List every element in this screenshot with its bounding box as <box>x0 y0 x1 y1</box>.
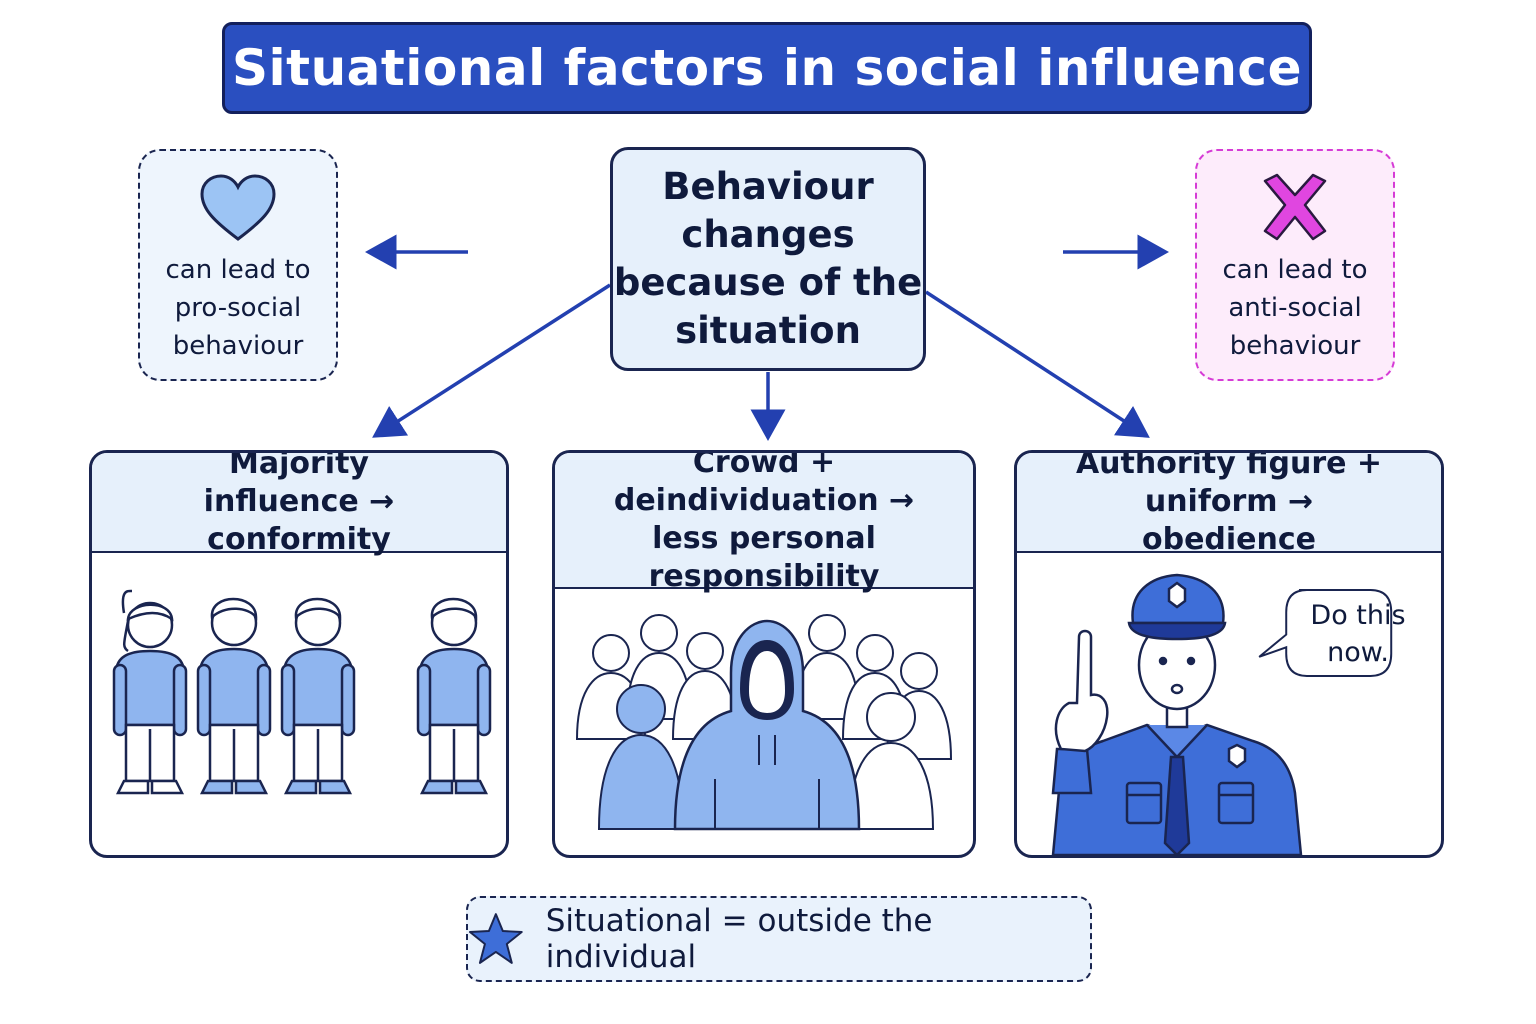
anti-social-box: can lead to anti-social behaviour <box>1195 149 1395 381</box>
panel-heading: Authority figure + uniform → obedience <box>1017 453 1441 557</box>
panel-authority-obedience: Authority figure + uniform → obedience <box>1014 450 1444 858</box>
star-icon <box>468 913 523 964</box>
conforming-group-illustration <box>112 589 492 795</box>
person-figure <box>112 589 188 795</box>
panel-crowd-deindividuation: Crowd + deindividuation → less personal … <box>552 450 976 858</box>
arrow-to-authority <box>925 290 1150 438</box>
title-banner: Situational factors in social influence <box>222 22 1312 114</box>
speech-bubble <box>1258 589 1393 677</box>
panel-heading: Crowd + deindividuation → less personal … <box>555 453 973 594</box>
arrow-to-majority <box>372 283 611 438</box>
crowd-illustration <box>575 614 953 831</box>
person-figure <box>280 597 356 795</box>
crowd-figure <box>847 692 935 830</box>
speech-bubble-text: Do this now. <box>1310 600 1406 668</box>
definition-text: Situational = outside the individual <box>545 903 933 975</box>
panel-heading: Majority influence → conformity <box>92 453 506 557</box>
anti-social-label: can lead to anti-social behaviour <box>1222 255 1368 361</box>
central-concept: Behaviour changes because of the situati… <box>610 147 926 371</box>
heart-icon <box>200 174 276 241</box>
hooded-figure <box>673 619 861 831</box>
pro-social-label: can lead to pro-social behaviour <box>165 255 311 361</box>
pro-social-box: can lead to pro-social behaviour <box>138 149 338 381</box>
panel-majority-influence: Majority influence → conformity <box>89 450 509 858</box>
crowd-figure <box>597 684 685 830</box>
central-concept-text: Behaviour changes because of the situati… <box>613 165 923 352</box>
page-title: Situational factors in social influence <box>232 39 1302 97</box>
person-figure <box>416 597 492 795</box>
cross-icon <box>1263 173 1327 241</box>
police-officer-illustration <box>1051 573 1303 855</box>
person-figure <box>196 597 272 795</box>
definition-note: Situational = outside the individual <box>466 896 1092 982</box>
